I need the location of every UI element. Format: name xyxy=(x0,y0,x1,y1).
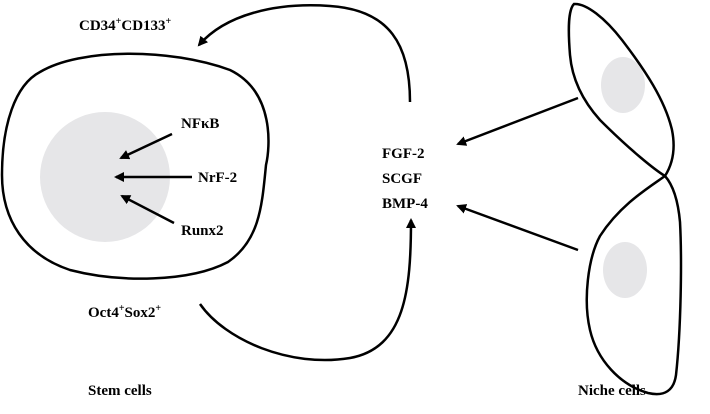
nuclear-factor-labels: NFκB NrF-2 Runx2 xyxy=(181,116,237,239)
niche-to-growth-factor-arrow xyxy=(456,204,579,252)
top-curved-arrow xyxy=(197,4,412,103)
stem-marker-bottom: Oct4+Sox2+ xyxy=(88,303,161,321)
growth-factor-label: BMP-4 xyxy=(382,196,428,212)
stem-cell-nucleus xyxy=(40,112,170,242)
growth-factor-labels: FGF-2 SCGF BMP-4 xyxy=(382,146,428,212)
bottom-curved-arrow xyxy=(198,218,416,362)
niche-cells xyxy=(567,2,683,396)
niche-to-growth-factor-arrow xyxy=(456,96,579,146)
nuclear-factor-arrows xyxy=(114,132,192,225)
nuclear-factor-label: NFκB xyxy=(181,116,219,132)
growth-factor-label: SCGF xyxy=(382,171,422,187)
runx2-arrow xyxy=(120,194,175,225)
niche-cells-caption: Niche cells xyxy=(578,383,646,399)
stem-cell xyxy=(0,52,270,280)
niche-cell-nucleus xyxy=(603,242,647,298)
niche-cell-nucleus xyxy=(601,57,645,113)
niche-cell-bottom xyxy=(585,174,683,396)
nuclear-factor-label: Runx2 xyxy=(181,223,224,239)
stem-cells-caption: Stem cells xyxy=(88,383,152,399)
stem-marker-top: CD34+CD133+ xyxy=(79,16,172,34)
growth-factor-label: FGF-2 xyxy=(382,146,425,162)
stem-cell-membrane xyxy=(0,52,270,280)
nfkb-arrow xyxy=(119,132,173,160)
nuclear-factor-label: NrF-2 xyxy=(198,170,237,186)
